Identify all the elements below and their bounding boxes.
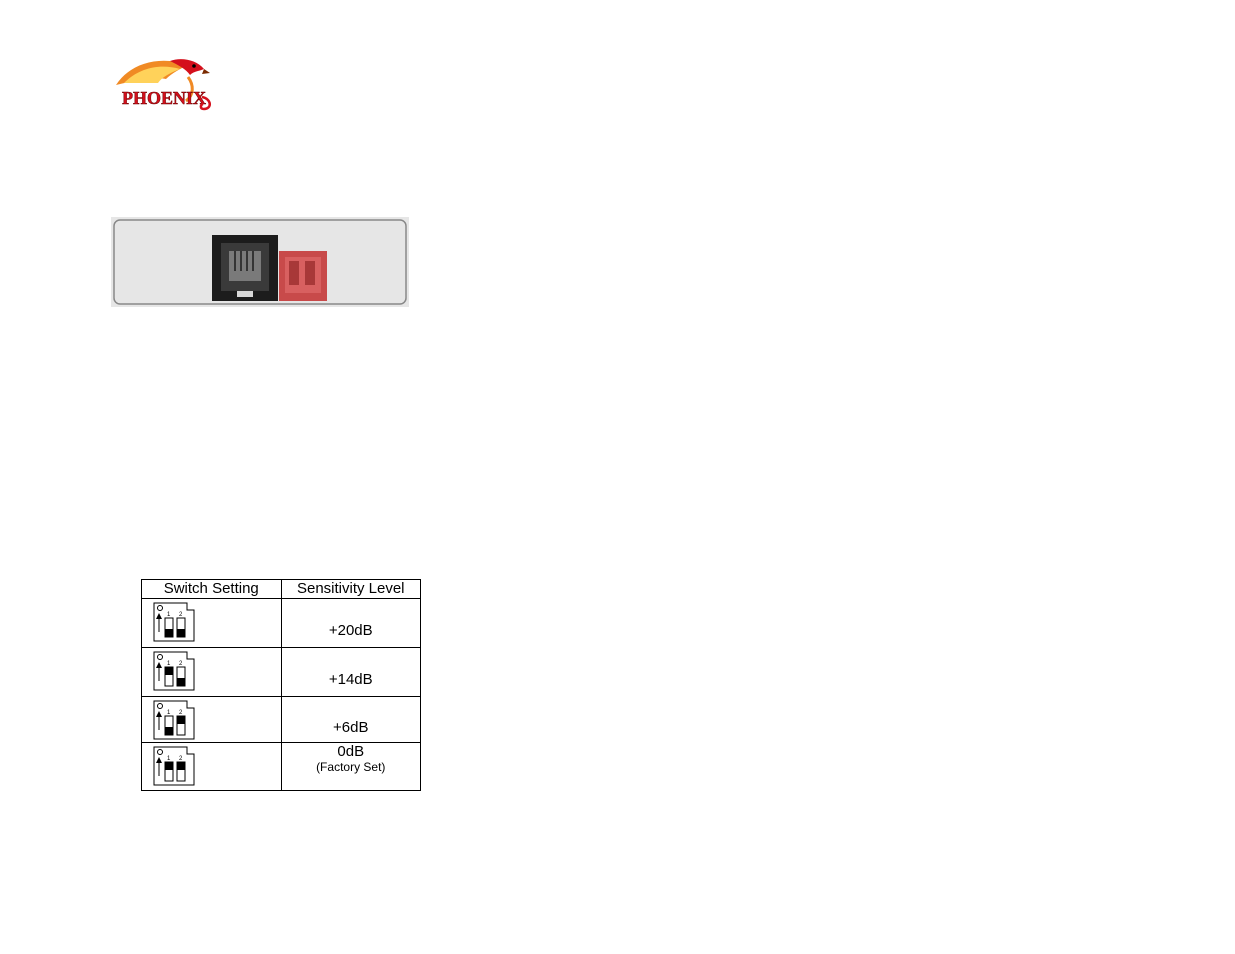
product-panel-photo bbox=[111, 217, 409, 307]
svg-text:2: 2 bbox=[179, 710, 183, 716]
svg-text:2: 2 bbox=[179, 661, 183, 667]
svg-text:2: 2 bbox=[179, 756, 183, 762]
switch1-knob bbox=[165, 762, 173, 770]
sensitivity-level-cell: +20dB bbox=[280, 598, 421, 648]
switch-setting-cell: 1 2 bbox=[141, 742, 282, 791]
switch1-knob bbox=[165, 629, 173, 637]
dip-switch-icon: 1 2 bbox=[153, 746, 195, 786]
dip-switch-icon: 1 2 bbox=[153, 602, 195, 642]
header-switch-setting: Switch Setting bbox=[141, 579, 282, 599]
switch2-knob bbox=[177, 629, 185, 637]
switch2-knob bbox=[177, 678, 185, 686]
dip-switch-icon: 1 2 bbox=[153, 700, 195, 740]
switch-setting-cell: 1 2 bbox=[141, 696, 282, 743]
factory-set-note: (Factory Set) bbox=[316, 760, 386, 774]
sensitivity-level-cell: +6dB bbox=[280, 696, 421, 743]
svg-text:1: 1 bbox=[167, 661, 171, 667]
switch1-knob bbox=[165, 727, 173, 735]
table-header-row: Switch Setting Sensitivity Level bbox=[141, 579, 421, 599]
sensitivity-table: Switch Setting Sensitivity Level 1 2 bbox=[141, 579, 421, 791]
svg-text:1: 1 bbox=[167, 612, 171, 618]
level-value: 0dB bbox=[337, 743, 365, 760]
table-row: 1 2 +14dB bbox=[141, 647, 421, 697]
sensitivity-level-cell: +14dB bbox=[280, 647, 421, 697]
table-row: 1 2 0dB (Factory Set) bbox=[141, 742, 421, 791]
svg-text:1: 1 bbox=[167, 710, 171, 716]
sensitivity-level-cell: 0dB (Factory Set) bbox=[280, 742, 421, 791]
switch-setting-cell: 1 2 bbox=[141, 647, 282, 697]
logo-wordmark: PHOENIX bbox=[122, 88, 206, 108]
level-value: +20dB bbox=[328, 622, 373, 639]
dip-switch-icon: 1 2 bbox=[153, 651, 195, 691]
table-row: 1 2 +6dB bbox=[141, 696, 421, 743]
switch2-knob bbox=[177, 716, 185, 724]
phoenix-logo: PHOENIX bbox=[110, 55, 214, 113]
svg-text:2: 2 bbox=[179, 612, 183, 618]
table-row: 1 2 +20dB bbox=[141, 598, 421, 648]
switch-setting-cell: 1 2 bbox=[141, 598, 282, 648]
level-value: +6dB bbox=[333, 719, 369, 736]
level-value: +14dB bbox=[328, 671, 373, 688]
header-sensitivity-level: Sensitivity Level bbox=[280, 579, 421, 599]
switch1-knob bbox=[165, 667, 173, 675]
switch2-knob bbox=[177, 762, 185, 770]
svg-text:1: 1 bbox=[167, 756, 171, 762]
